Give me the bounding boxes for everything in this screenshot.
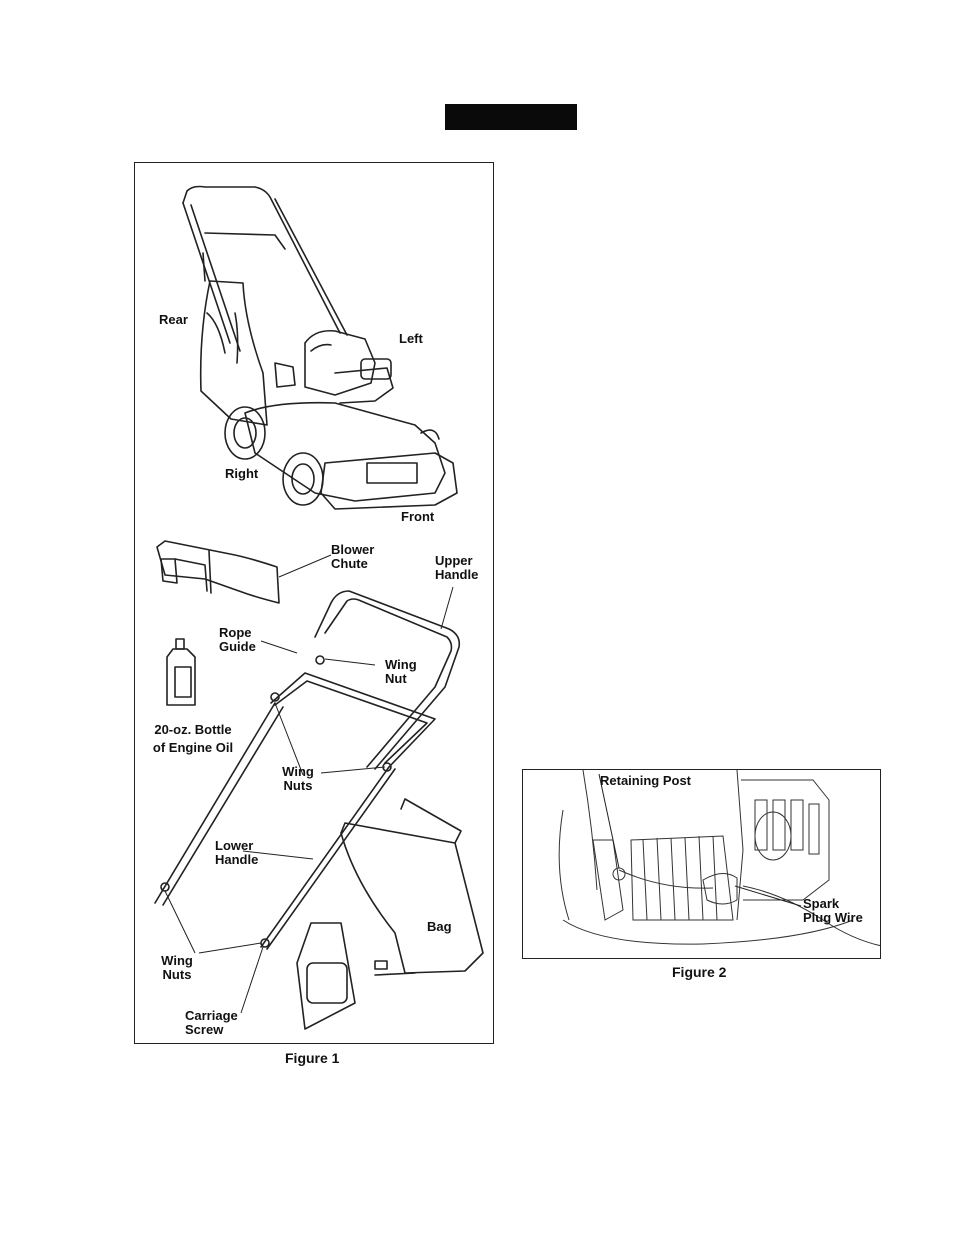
figure-1-caption: Figure 1	[285, 1050, 339, 1066]
figure-2-leader-lines	[599, 774, 801, 906]
bag-illustration	[297, 799, 483, 1029]
chipper-vac-illustration	[183, 187, 457, 510]
bag-label: Bag	[427, 920, 452, 934]
figure-2-illustration	[523, 770, 881, 959]
blower-chute-illustration	[157, 541, 279, 603]
rear-label: Rear	[159, 313, 188, 327]
section-title-bar	[445, 104, 577, 130]
retaining-post-label: Retaining Post	[600, 774, 691, 788]
right-label: Right	[225, 467, 258, 481]
figure-2-caption: Figure 2	[672, 964, 726, 980]
oil-bottle-illustration	[167, 639, 195, 705]
left-label: Left	[399, 332, 423, 346]
front-label: Front	[401, 510, 434, 524]
figure-1-illustration	[135, 163, 495, 1045]
